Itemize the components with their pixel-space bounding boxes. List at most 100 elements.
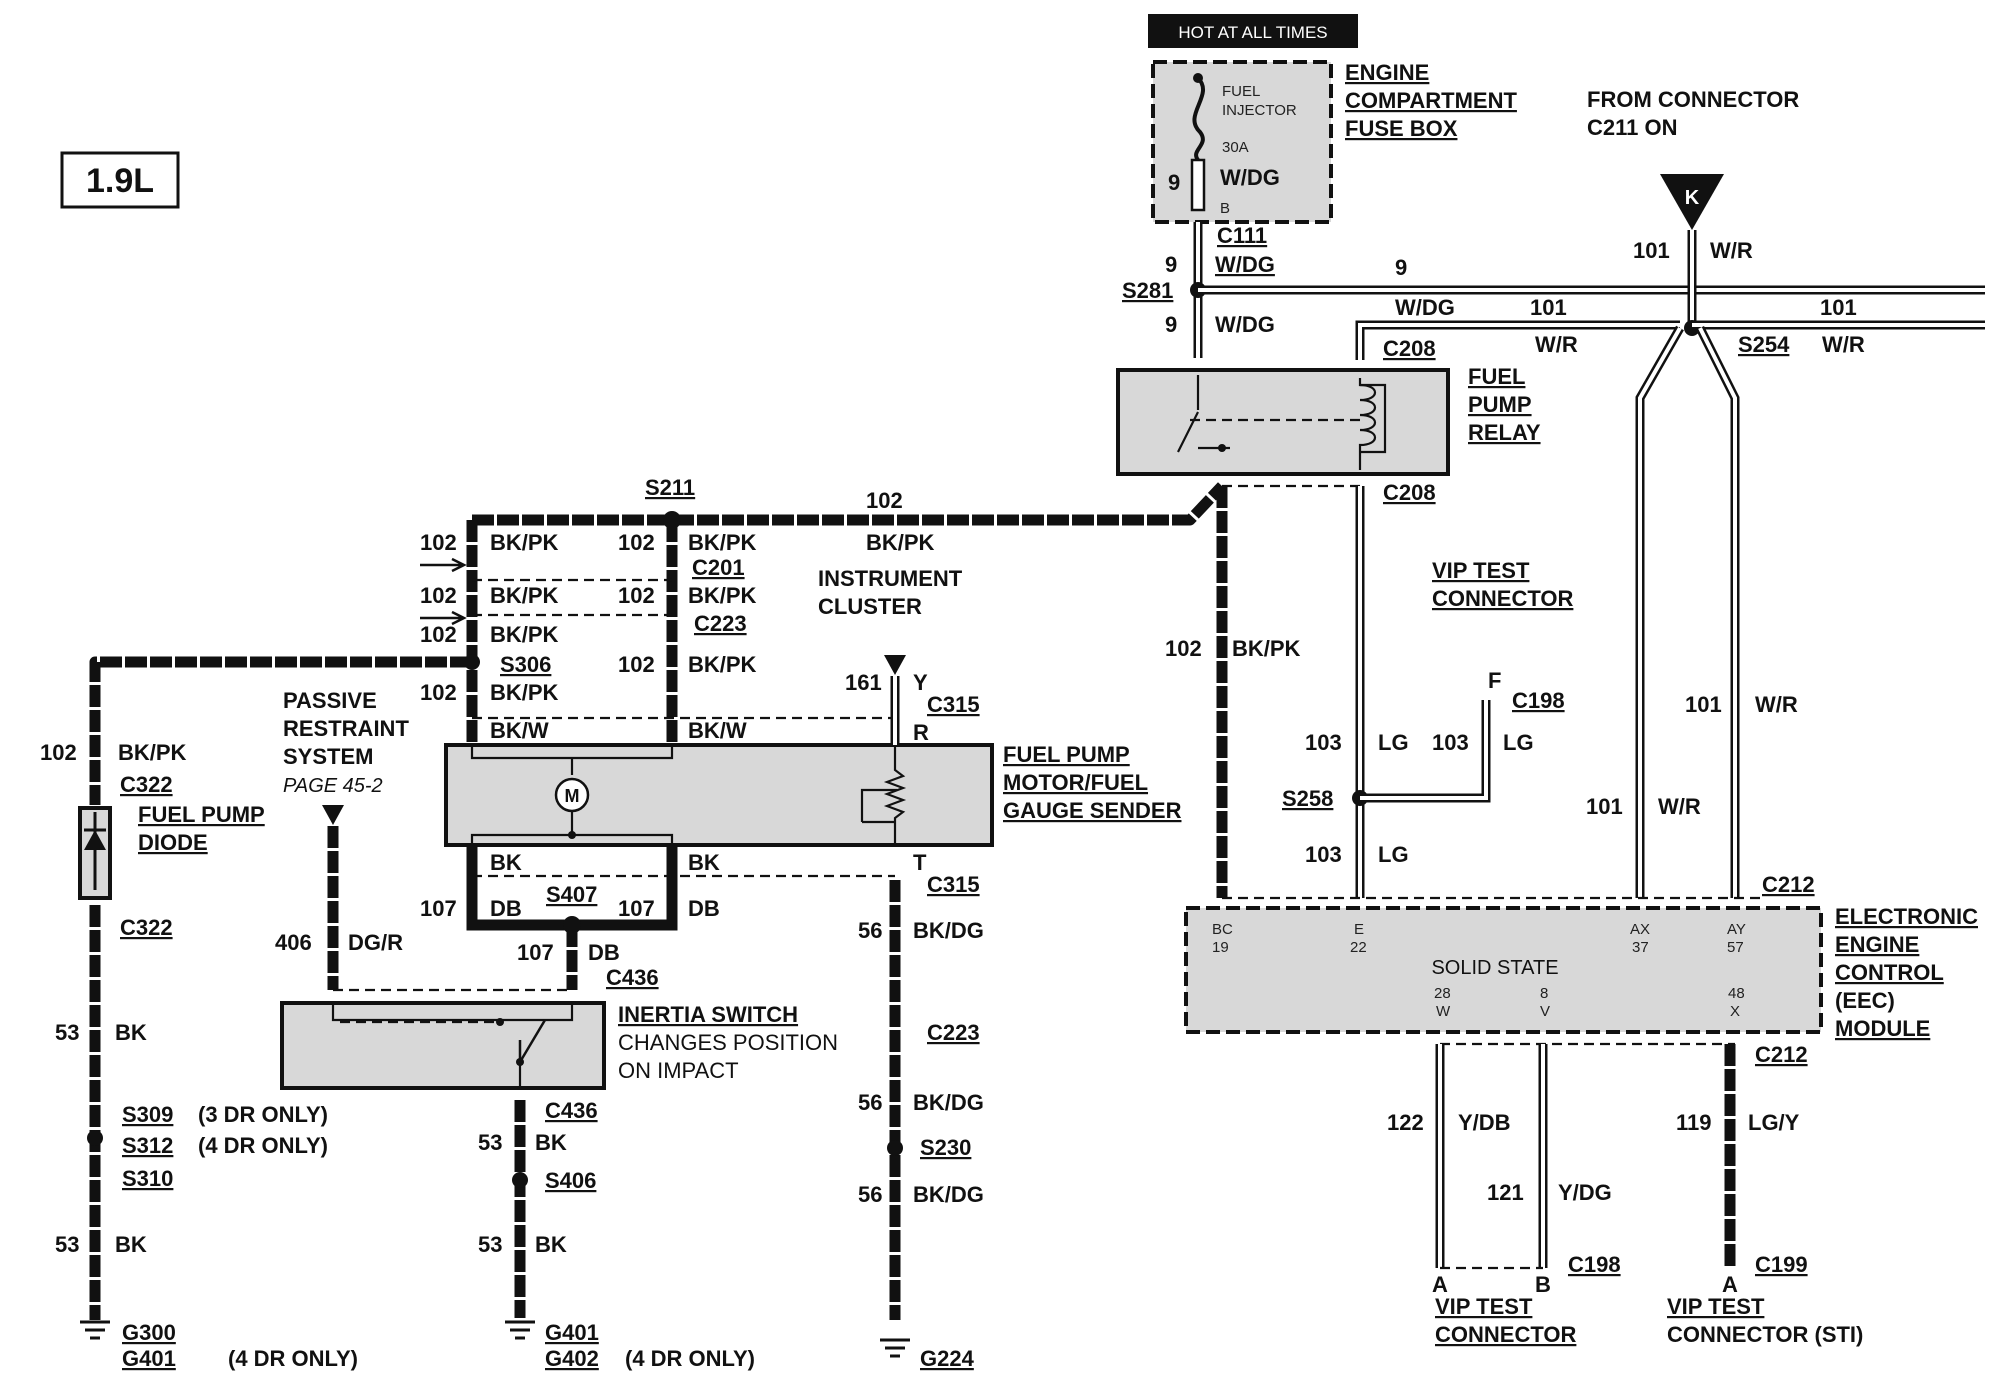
inertia-node-1 <box>496 1018 504 1026</box>
pin-f: F <box>1488 668 1501 693</box>
wire-bkpk-l1: BK/PK <box>490 530 559 555</box>
wire-wr-2: W/R <box>1710 238 1753 263</box>
motor-node <box>568 831 576 839</box>
arrow-2 <box>420 610 467 626</box>
fuse-rating: 30A <box>1222 139 1249 156</box>
fuse-body <box>1190 158 1206 212</box>
eec-label-1: ELECTRONIC <box>1835 904 1978 929</box>
wire-wdg-3: W/DG <box>1395 295 1455 320</box>
wire-102-l4: 102 <box>420 680 457 705</box>
fuse-box-title-2: COMPARTMENT <box>1345 88 1517 113</box>
wire-bk-m1: BK <box>490 850 522 875</box>
eec-pin-e: E <box>1354 921 1364 938</box>
wire-103-f-core <box>1360 700 1488 800</box>
wire-101-ay-core <box>1698 327 1737 898</box>
solid-state: SOLID STATE <box>1431 957 1558 979</box>
g300-label: G300 <box>122 1320 176 1345</box>
wire-bkpk-m3: BK/PK <box>688 652 757 677</box>
wire-bkw-2: BK/W <box>688 718 747 743</box>
wire-53-num-4: 53 <box>478 1232 502 1257</box>
eec-pin-x: X <box>1730 1003 1740 1020</box>
eec-pin-e-n: 22 <box>1350 939 1367 956</box>
c315-bot-label: C315 <box>927 872 980 897</box>
wire-ydg: Y/DG <box>1558 1180 1612 1205</box>
inertia-label-3: ON IMPACT <box>618 1058 739 1083</box>
wire-bkw-1: BK/W <box>490 718 549 743</box>
hot-banner: HOT AT ALL TIMES <box>1178 23 1327 42</box>
wire-107-n3: 107 <box>517 940 554 965</box>
pin-a-2: A <box>1722 1272 1738 1297</box>
inertia-blade <box>518 1019 547 1063</box>
wire-bkpk-diode: BK/PK <box>118 740 187 765</box>
c436-top-label: C436 <box>606 965 659 990</box>
ground-g401-icon <box>505 1320 535 1340</box>
ground-g224-icon <box>880 1338 910 1358</box>
s254-label: S254 <box>1738 332 1790 357</box>
passive-page: PAGE 45-2 <box>283 775 383 797</box>
c198-bot-label: C198 <box>1568 1252 1621 1277</box>
motor-label-3: GAUGE SENDER <box>1003 798 1182 823</box>
wire-bk-2: BK <box>115 1232 147 1257</box>
wire-161-num: 161 <box>845 670 882 695</box>
s406-label: S406 <box>545 1168 596 1193</box>
wire-ydb: Y/DB <box>1458 1110 1511 1135</box>
relay-contact-2 <box>1177 411 1199 453</box>
wire-121-num: 121 <box>1487 1180 1524 1205</box>
wire-dgr: DG/R <box>348 930 403 955</box>
from-connector-1: FROM CONNECTOR <box>1587 87 1799 112</box>
wire-107-n1: 107 <box>420 896 457 921</box>
g401b-label: G401 <box>545 1320 599 1345</box>
eec-label-4: (EEC) <box>1835 988 1895 1013</box>
wire-r: R <box>913 720 929 745</box>
wire-wdg-2: W/DG <box>1215 312 1275 337</box>
s230-splice <box>887 1140 903 1156</box>
wire-102-num-main: 102 <box>866 488 903 513</box>
s309-label: S309 <box>122 1102 173 1127</box>
wire-102-diode <box>89 656 472 805</box>
passive-triangle <box>322 805 344 825</box>
wire-db-3: DB <box>588 940 620 965</box>
dr4b-label: (4 DR ONLY) <box>228 1346 358 1371</box>
wire-103-num-1: 103 <box>1305 730 1342 755</box>
wire-bkpk-m2: BK/PK <box>688 583 757 608</box>
wire-bkpk-main: BK/PK <box>866 530 935 555</box>
source-k-triangle <box>1660 174 1724 230</box>
wire-bk-m2: BK <box>688 850 720 875</box>
diode-label-2: DIODE <box>138 830 208 855</box>
wire-wr-1: W/R <box>1535 332 1578 357</box>
s281-label: S281 <box>1122 278 1173 303</box>
c322-bot-label: C322 <box>120 915 173 940</box>
motor-label-2: MOTOR/FUEL <box>1003 770 1148 795</box>
wire-102-num-eec: 102 <box>1165 636 1202 661</box>
c315-top-label: C315 <box>927 692 980 717</box>
wire-53-num-1: 53 <box>55 1020 79 1045</box>
eec-pin-bc: BC <box>1212 921 1233 938</box>
c212-top-label: C212 <box>1762 872 1815 897</box>
vip-bot-2-a: VIP TEST <box>1667 1294 1765 1319</box>
wire-53-num-2: 53 <box>55 1232 79 1257</box>
fuse-node <box>1193 73 1203 83</box>
wire-102-l3: 102 <box>420 622 457 647</box>
pin-a-1: A <box>1432 1272 1448 1297</box>
passive-2: RESTRAINT <box>283 716 409 741</box>
wire-56-num-1: 56 <box>858 918 882 943</box>
s211-label: S211 <box>645 475 695 500</box>
wire-102-m2: 102 <box>618 583 655 608</box>
wire-103-num-3: 103 <box>1305 842 1342 867</box>
wire-bkdg-2: BK/DG <box>913 1090 984 1115</box>
eec-pin-bc-n: 19 <box>1212 939 1229 956</box>
wire-103-num-2: 103 <box>1432 730 1469 755</box>
dr3-label: (3 DR ONLY) <box>198 1102 328 1127</box>
eec-pin-v: V <box>1540 1003 1550 1020</box>
wire-t: T <box>913 850 927 875</box>
wire-101-num-3: 101 <box>1820 295 1857 320</box>
vip-test-mid-1: VIP TEST <box>1432 558 1530 583</box>
c198-top-label: C198 <box>1512 688 1565 713</box>
eec-pin-x-n: 48 <box>1728 985 1745 1002</box>
wire-122-num: 122 <box>1387 1110 1424 1135</box>
hot-banner-box <box>1148 14 1358 48</box>
wire-101-num-2: 101 <box>1633 238 1670 263</box>
s312-label: S312 <box>122 1133 173 1158</box>
wire-102-l2: 102 <box>420 583 457 608</box>
c436-bot-label: C436 <box>545 1098 598 1123</box>
